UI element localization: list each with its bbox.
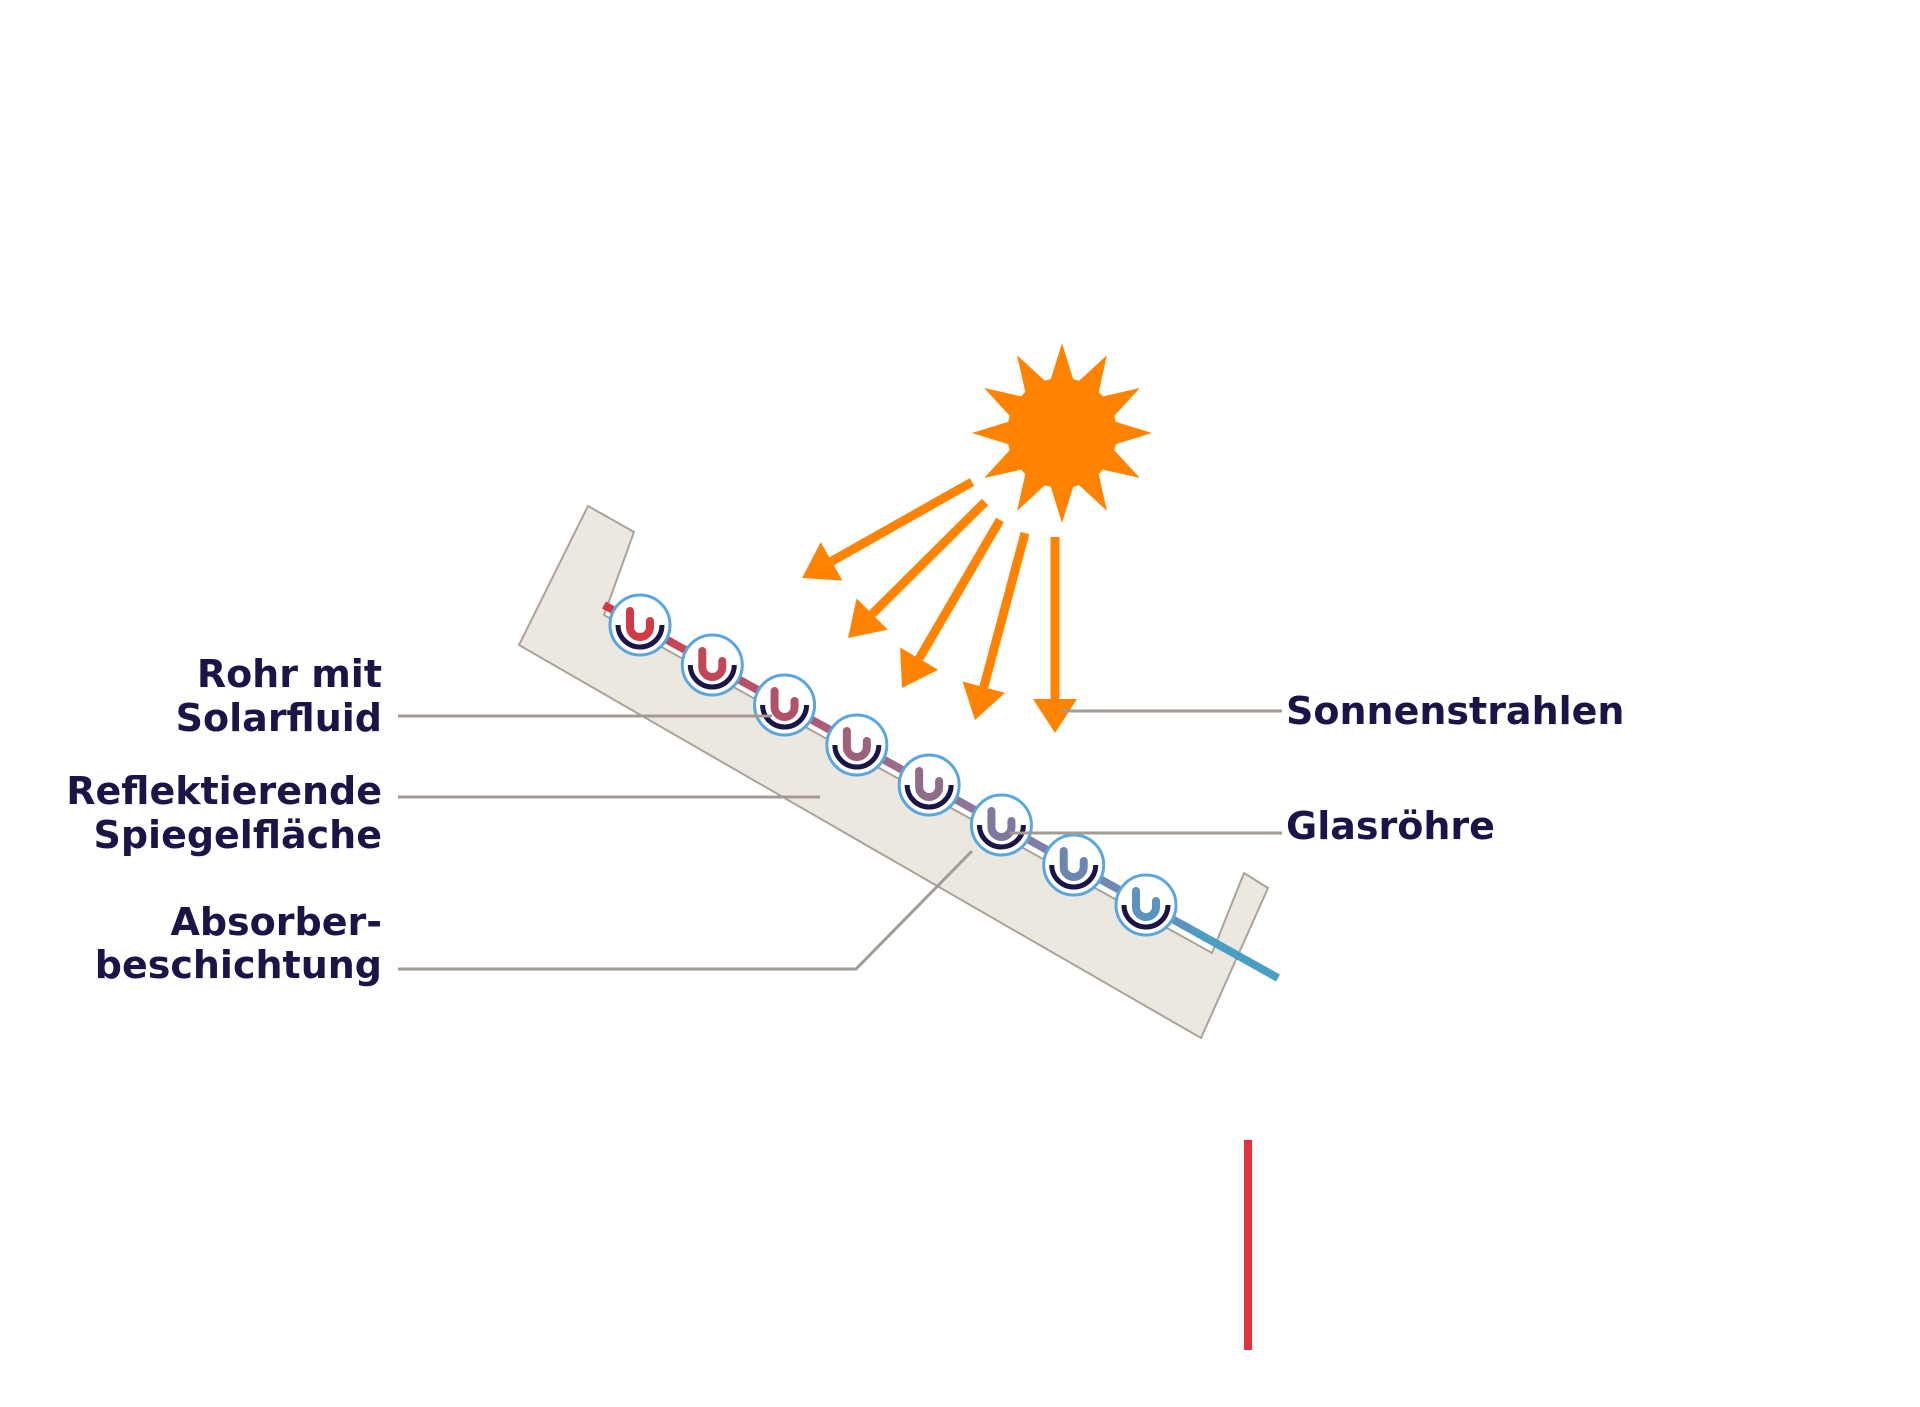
glass-tube bbox=[1114, 873, 1178, 937]
label-spiegel-line1: Reflektierende bbox=[66, 769, 382, 813]
leader-lines bbox=[398, 709, 1282, 971]
absorber-coating bbox=[832, 744, 882, 770]
u-pipe bbox=[1059, 847, 1088, 881]
sunray-arrows bbox=[802, 478, 1077, 733]
glass-tube bbox=[1042, 833, 1106, 897]
glass-tube bbox=[825, 713, 889, 777]
arrow-down-left-icon bbox=[802, 542, 843, 581]
glass-tube bbox=[608, 593, 672, 657]
u-pipe bbox=[842, 727, 871, 761]
u-pipe bbox=[770, 687, 799, 721]
label-sonnenstrahlen: Sonnenstrahlen bbox=[1286, 689, 1624, 733]
label-absorber-line2: beschichtung bbox=[95, 943, 382, 987]
leader-line-absorber bbox=[398, 849, 974, 971]
absorber-coating bbox=[615, 624, 665, 650]
sunray-arrow-shaft bbox=[868, 498, 989, 618]
absorber-coating bbox=[904, 784, 954, 810]
sunray-arrow-shaft bbox=[979, 531, 1030, 689]
sun-icon bbox=[972, 343, 1152, 523]
glass-tubes bbox=[608, 593, 1178, 937]
arrow-down-left-icon bbox=[900, 647, 939, 688]
sunray-arrow-shaft bbox=[915, 517, 1004, 661]
absorber-coating bbox=[1049, 864, 1099, 890]
glass-tube bbox=[969, 793, 1033, 857]
arrow-down-left-icon bbox=[848, 598, 888, 638]
label-glasroehre: Glasröhre bbox=[1286, 804, 1495, 848]
label-spiegel-line2: Spiegelfläche bbox=[93, 813, 382, 857]
cold-pipe bbox=[1190, 926, 1280, 982]
labels: Rohr mit Solarfluid Reflektierende Spieg… bbox=[66, 652, 1624, 987]
u-pipe bbox=[626, 607, 654, 641]
reflective-mirror-housing bbox=[517, 504, 1270, 1040]
u-pipe bbox=[915, 767, 944, 801]
u-pipe bbox=[987, 807, 1016, 841]
label-rohr-line2: Solarfluid bbox=[176, 696, 382, 740]
absorber-coating bbox=[1121, 904, 1171, 930]
glass-tube bbox=[753, 673, 817, 737]
glass-tube bbox=[680, 633, 744, 697]
arrow-down-left-icon bbox=[1033, 699, 1077, 733]
glass-tube bbox=[897, 753, 961, 817]
u-pipe bbox=[1132, 887, 1160, 921]
label-rohr-line1: Rohr mit bbox=[197, 652, 382, 696]
mirror-surface bbox=[517, 504, 1270, 1040]
arrow-down-left-icon bbox=[962, 681, 1006, 720]
absorber-coating bbox=[687, 664, 737, 690]
label-absorber-line1: Absorber- bbox=[170, 900, 382, 944]
absorber-coating bbox=[760, 704, 810, 730]
sunray-arrow-shaft bbox=[829, 478, 975, 566]
u-pipe bbox=[698, 647, 727, 681]
